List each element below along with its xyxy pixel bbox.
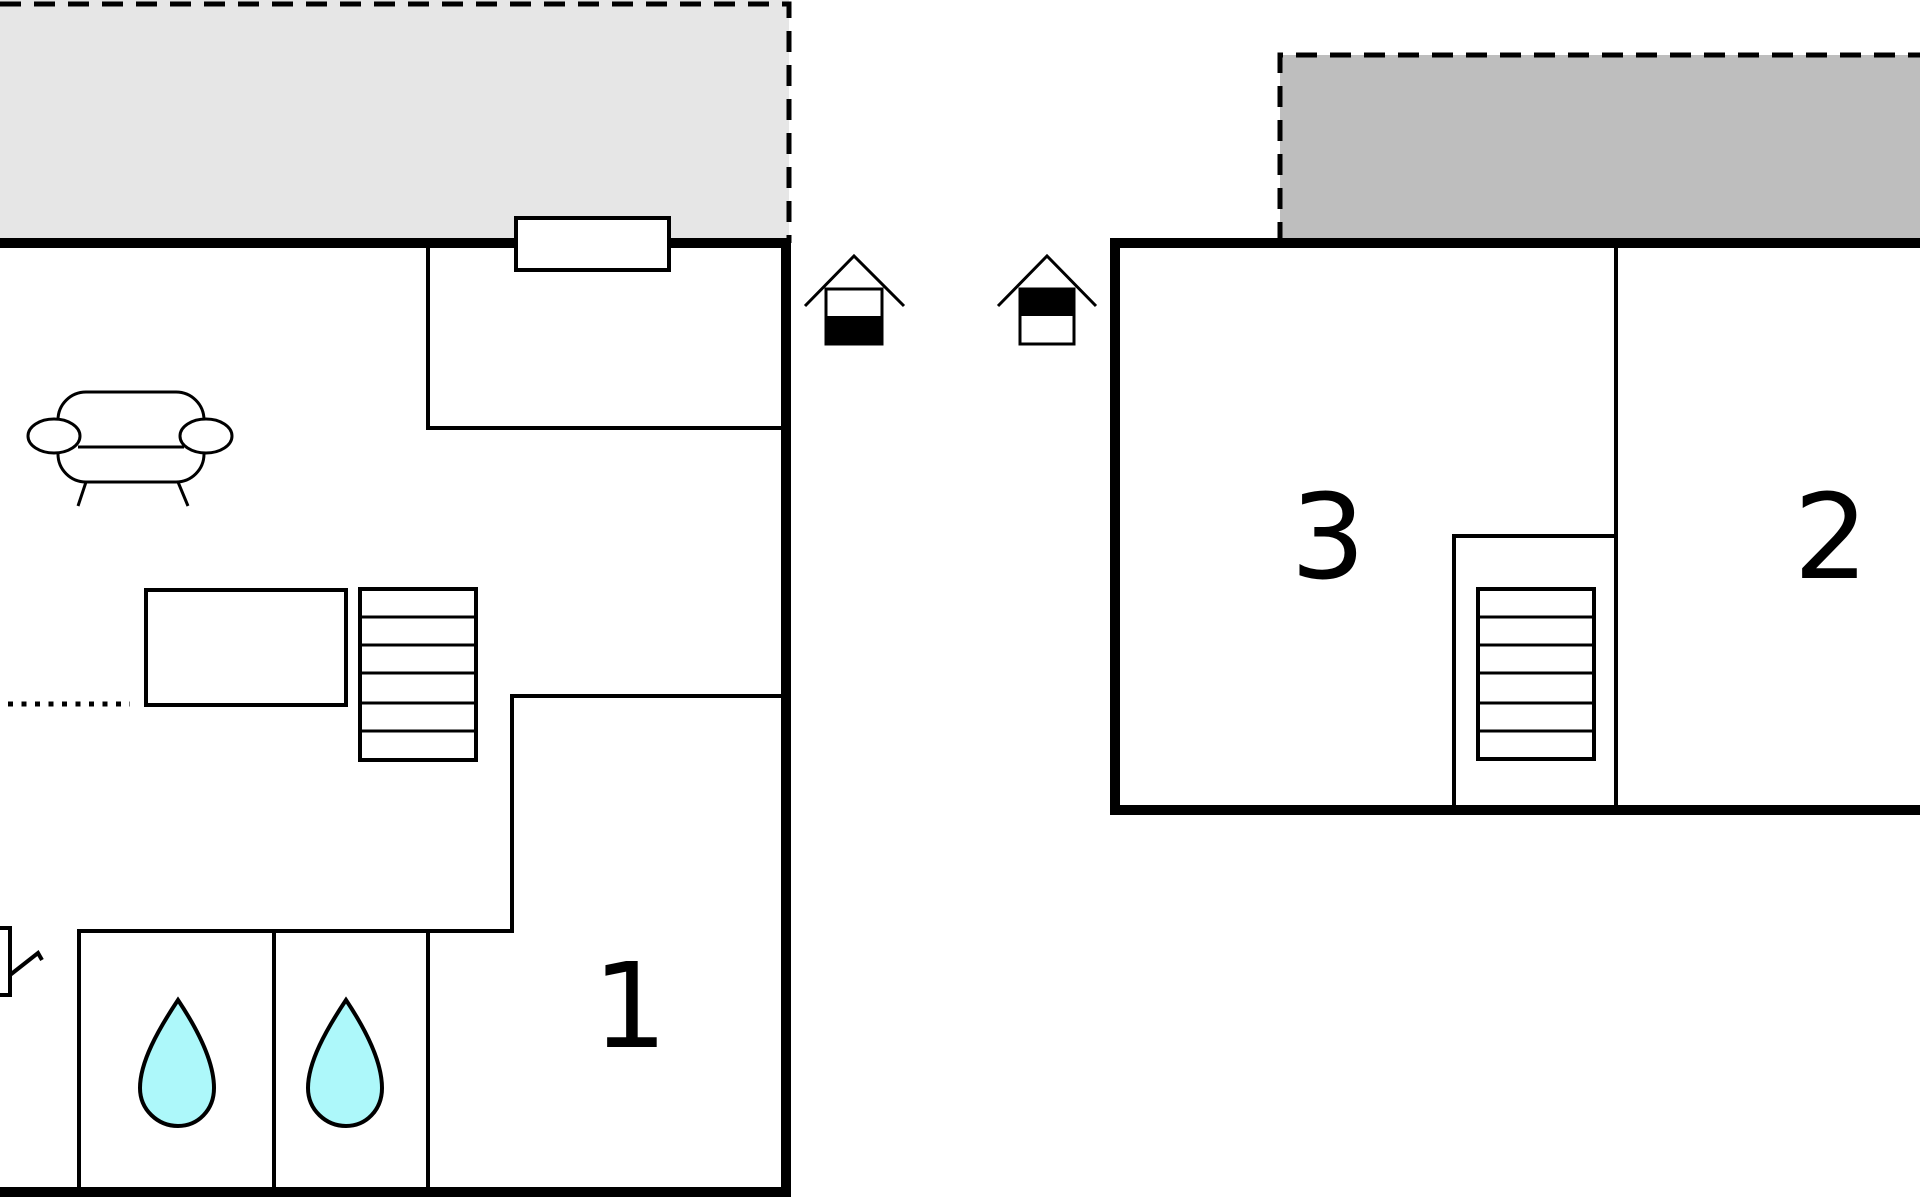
water-drop-icon <box>305 996 385 1129</box>
ground-floor: 1 <box>0 216 791 1197</box>
room-number-2: 2 <box>1793 468 1868 606</box>
faucet-icon <box>0 926 44 997</box>
room-number-3: 3 <box>1290 468 1365 606</box>
window <box>514 216 671 272</box>
stairs-icon <box>358 587 478 762</box>
outer-wall <box>0 238 791 1197</box>
house-floor-icon <box>996 253 1098 346</box>
terrace-left <box>0 0 792 243</box>
wall-bedroom-1 <box>77 694 781 1190</box>
wall-small-room <box>426 243 781 430</box>
wall-stairwell <box>1452 534 1616 808</box>
outer-wall <box>1110 238 1920 815</box>
upper-floor: 3 2 <box>1110 238 1920 815</box>
stairs-icon <box>1476 587 1596 761</box>
water-drop-icon <box>137 996 217 1129</box>
room-number-1: 1 <box>592 937 667 1075</box>
terrace-right <box>1277 52 1920 243</box>
table <box>144 588 348 707</box>
house-floor-icon <box>803 253 906 346</box>
sofa-icon <box>26 390 234 507</box>
